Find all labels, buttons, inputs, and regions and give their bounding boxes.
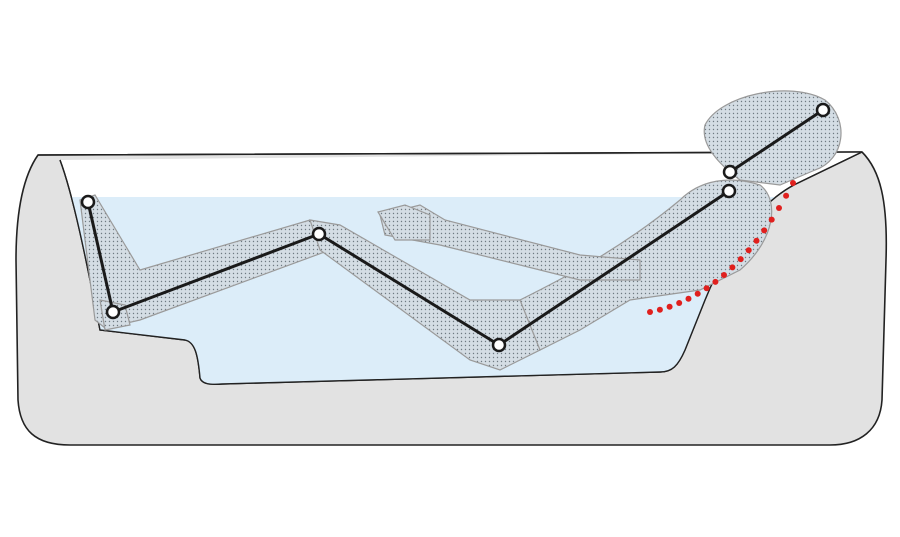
- support-dot: [737, 256, 744, 263]
- support-dot: [721, 272, 727, 278]
- support-dot: [656, 306, 663, 313]
- joints: [80, 102, 831, 353]
- support-dot: [761, 227, 768, 234]
- joint-neck: [722, 164, 738, 180]
- support-dot: [776, 205, 782, 211]
- joint-ankle: [105, 304, 121, 320]
- back-support-dots: [647, 180, 796, 315]
- joint-shoulder: [721, 183, 737, 199]
- support-dot: [783, 192, 790, 199]
- support-dot: [685, 295, 692, 302]
- joint-hip: [491, 337, 507, 353]
- hand: [377, 204, 431, 241]
- support-dot: [703, 285, 710, 292]
- neck-line: [729, 108, 824, 174]
- support-dot: [666, 303, 673, 310]
- joint-head: [815, 102, 831, 118]
- support-dot: [712, 278, 719, 285]
- support-dot: [729, 264, 736, 271]
- joint-knee: [311, 226, 327, 242]
- support-dot: [694, 290, 701, 297]
- joint-toe: [80, 194, 96, 210]
- head: [703, 90, 842, 186]
- support-dot: [676, 300, 683, 306]
- support-dot: [768, 216, 775, 223]
- support-dot: [745, 247, 752, 254]
- reclining-body: [79, 90, 842, 371]
- support-dot: [647, 309, 653, 315]
- support-dot: [753, 237, 760, 244]
- support-dot: [790, 180, 796, 186]
